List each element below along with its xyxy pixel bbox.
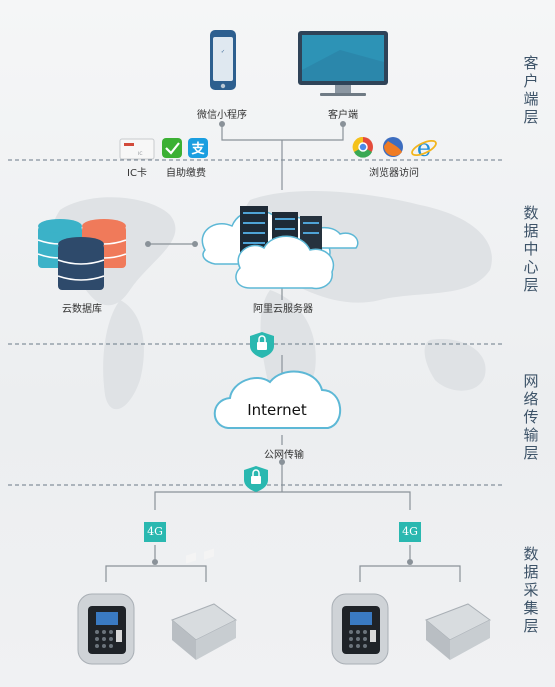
4g-badge-left: 4G [144, 522, 166, 542]
ie-icon: e [411, 134, 437, 162]
server-cloud-icon [201, 206, 359, 290]
internet-cloud-icon [213, 370, 342, 429]
svg-text:支: 支 [190, 141, 205, 157]
alipay-icon: 支 [188, 138, 208, 158]
connector-dots [145, 121, 413, 565]
ic-card-label: IC卡 [127, 168, 147, 179]
svg-text:e: e [417, 134, 431, 162]
layer-title-network: 网络传输层 [523, 372, 539, 462]
aliyun-server-label: 阿里云服务器 [253, 304, 313, 315]
internet-label: Internet [247, 401, 307, 419]
monitor-icon [298, 31, 388, 96]
svg-text:✓: ✓ [221, 49, 225, 55]
auto-pay-label: 自助缴费 [166, 168, 206, 179]
ic-card-icon: IC [119, 138, 155, 160]
chrome-icon [352, 136, 373, 158]
layer-title-datacenter: 数据中心层 [523, 204, 539, 294]
cloud-database-icon [37, 219, 127, 290]
public-network-label: 公网传输 [264, 450, 304, 461]
connectors [105, 124, 461, 582]
charging-terminal-icon-left [77, 593, 135, 665]
wechat-pay-icon [162, 138, 182, 158]
security-lock-icon-top [250, 332, 274, 358]
cloud-database-label: 云数据库 [62, 304, 102, 315]
socket-box-icon-left [171, 548, 237, 660]
firefox-icon [383, 137, 403, 157]
mini-program-label: 微信小程序 [197, 110, 247, 121]
client-app-label: 客户端 [328, 110, 358, 121]
svg-text:IC: IC [138, 151, 142, 157]
layer-title-collection: 数据采集层 [523, 545, 539, 635]
socket-box-icon-right [425, 603, 491, 660]
layer-title-client: 客户端层 [523, 54, 539, 126]
browser-access-label: 浏览器访问 [369, 168, 419, 179]
smartphone-icon: ✓ [210, 30, 236, 90]
4g-badge-right: 4G [399, 522, 421, 542]
charging-terminal-icon-right [331, 593, 389, 665]
security-lock-icon-bottom [244, 466, 268, 492]
